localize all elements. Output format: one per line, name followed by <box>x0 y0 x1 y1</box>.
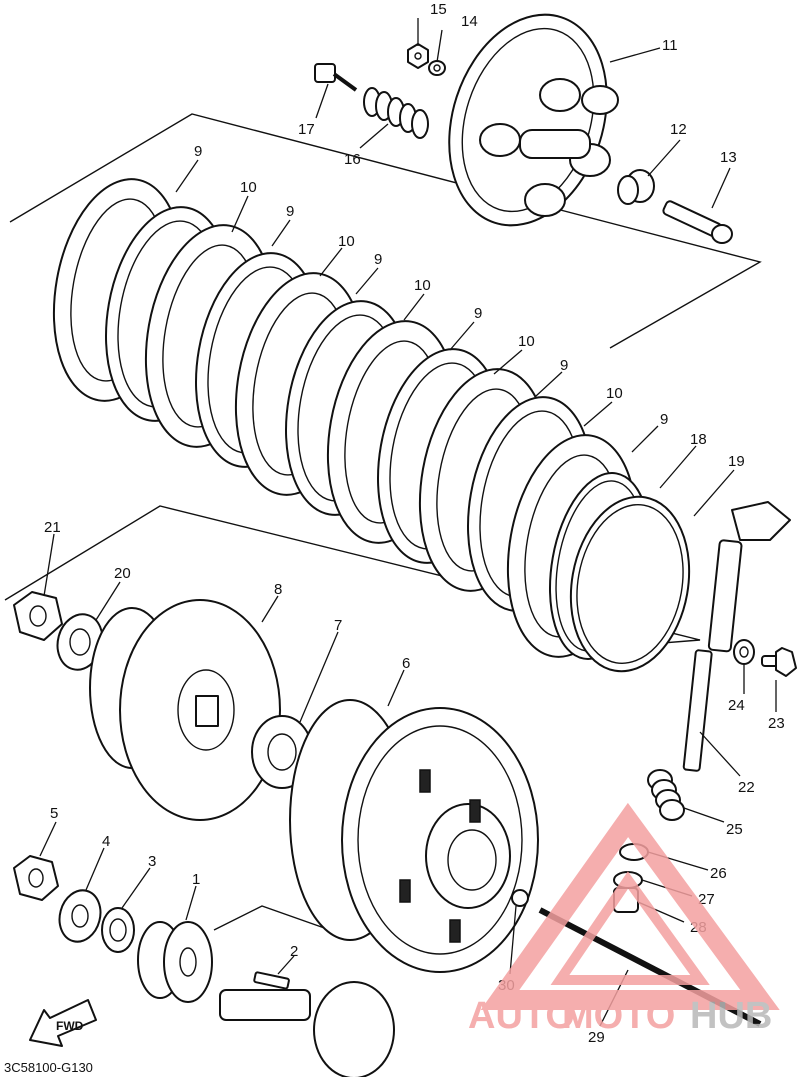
callout-24: 24 <box>728 697 745 714</box>
callout-9c: 9 <box>374 251 382 268</box>
key-2 <box>253 971 290 990</box>
nut-21 <box>13 591 63 641</box>
pressure-plate <box>448 13 619 227</box>
callout-22: 22 <box>738 779 755 796</box>
callout-13: 13 <box>720 149 737 166</box>
callout-10e: 10 <box>606 385 623 402</box>
clutch-housing-6 <box>289 699 539 973</box>
callout-11: 11 <box>662 37 678 54</box>
nut-5 <box>13 855 59 901</box>
callout-27: 27 <box>698 891 715 908</box>
callout-labels: 15 14 11 17 12 13 16 9 10 9 10 9 10 9 10… <box>44 1 785 1046</box>
washer-14 <box>428 60 446 76</box>
callout-10a: 10 <box>240 179 257 196</box>
push-lever-shaft-22 <box>682 501 791 772</box>
crankshaft-end <box>219 981 395 1077</box>
callout-29: 29 <box>588 1029 605 1046</box>
callout-7: 7 <box>334 617 342 634</box>
callout-23: 23 <box>768 715 785 732</box>
fwd-arrow: FWD <box>29 999 97 1047</box>
bearing-12 <box>617 169 655 205</box>
callout-5: 5 <box>50 805 58 822</box>
callout-10d: 10 <box>518 333 535 350</box>
callout-9a: 9 <box>194 143 202 160</box>
ball-30 <box>511 889 529 907</box>
spring-bolt <box>314 63 358 92</box>
watermark-auto: AUTO <box>468 995 575 1037</box>
callout-20: 20 <box>114 565 131 582</box>
clutch-boss-8 <box>89 599 281 821</box>
watermark-hub: HUB <box>690 995 772 1037</box>
callout-4: 4 <box>102 833 110 850</box>
primary-drive-gear-1 <box>137 921 213 1003</box>
callout-9e: 9 <box>560 357 568 374</box>
callout-18: 18 <box>690 431 707 448</box>
bolt-23 <box>761 647 797 677</box>
callout-10b: 10 <box>338 233 355 250</box>
callout-15: 15 <box>430 1 447 18</box>
return-spring-25 <box>647 769 685 821</box>
lock-washer-4 <box>58 889 102 943</box>
callout-26: 26 <box>710 865 727 882</box>
diagram-code: 3C58100-G130 <box>4 1060 93 1075</box>
washer-24 <box>733 639 755 665</box>
boss-outline <box>213 905 331 931</box>
callout-14: 14 <box>461 13 478 30</box>
callout-17: 17 <box>298 121 315 138</box>
callout-9d: 9 <box>474 305 482 322</box>
push-rod-13 <box>662 200 733 244</box>
callout-8: 8 <box>274 581 282 598</box>
callout-9b: 9 <box>286 203 294 220</box>
callout-9f: 9 <box>660 411 668 428</box>
nut-15 <box>407 43 429 69</box>
callout-2: 2 <box>290 943 298 960</box>
callout-19: 19 <box>728 453 745 470</box>
washer-3 <box>101 907 135 953</box>
callout-10c: 10 <box>414 277 431 294</box>
clutch-spring <box>363 87 429 139</box>
callout-12: 12 <box>670 121 687 138</box>
callout-6: 6 <box>402 655 410 672</box>
fwd-label: FWD <box>56 1019 84 1033</box>
callout-25: 25 <box>726 821 743 838</box>
watermark-logo: AUTO MOTO HUB <box>468 802 780 1037</box>
callout-1: 1 <box>192 871 200 888</box>
spring-seat-19 <box>569 495 691 673</box>
callout-21: 21 <box>44 519 61 536</box>
callout-16: 16 <box>344 151 361 168</box>
watermark-moto: MOTO <box>562 995 675 1037</box>
callout-3: 3 <box>148 853 156 870</box>
